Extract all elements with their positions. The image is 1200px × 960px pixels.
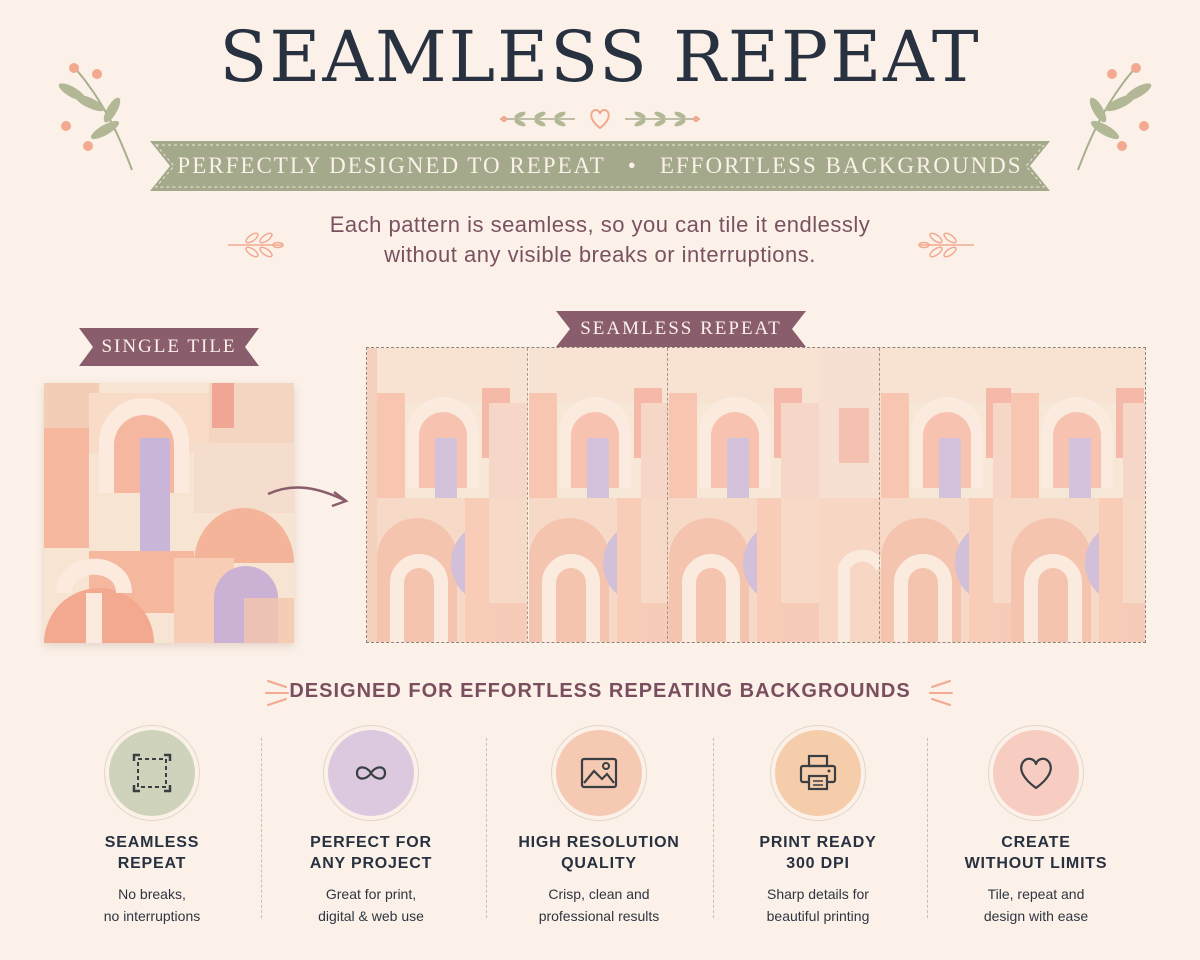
seamless-repeat-label: SEAMLESS REPEAT — [556, 309, 806, 349]
pattern-artwork — [44, 383, 294, 643]
heart-divider-icon — [500, 108, 700, 130]
dashed-square-icon — [132, 753, 172, 793]
feature-title-1: HIGH RESOLUTION — [518, 834, 680, 851]
leaf-ornament-left-icon — [228, 232, 284, 258]
single-tile-label: SINGLE TILE — [79, 326, 259, 368]
section-heading: DESIGNED FOR EFFORTLESS REPEATING BACKGR… — [289, 680, 911, 702]
feature-divider — [486, 738, 487, 918]
banner-bullet: • — [627, 153, 638, 178]
single-tile-label-text: SINGLE TILE — [101, 336, 237, 357]
feature-title-2: WITHOUT LIMITS — [964, 855, 1108, 872]
feature-title-2: QUALITY — [561, 855, 637, 872]
feature-desc-1: Sharp details for — [767, 886, 869, 902]
feature-high-resolution: HIGH RESOLUTION QUALITY Crisp, clean and… — [499, 730, 699, 927]
seamless-repeat-preview — [366, 347, 1146, 643]
feature-title-2: 300 DPI — [786, 855, 850, 872]
feature-title-2: ANY PROJECT — [309, 855, 433, 872]
feature-title-1: PERFECT FOR — [310, 834, 432, 851]
accent-lines-left-icon — [265, 680, 289, 706]
page-title: SEAMLESS REPEAT — [219, 16, 981, 98]
feature-icon-circle — [556, 730, 642, 816]
feature-icon-circle — [775, 730, 861, 816]
feature-icon-circle — [993, 730, 1079, 816]
feature-desc-1: No breaks, — [118, 886, 186, 902]
banner-left-text: PERFECTLY DESIGNED TO REPEAT — [177, 153, 606, 178]
subtitle-line-1: Each pattern is seamless, so you can til… — [329, 212, 871, 237]
feature-desc-2: digital & web use — [318, 908, 424, 924]
feature-create-without-limits: CREATE WITHOUT LIMITS Tile, repeat and d… — [936, 730, 1136, 927]
feature-icon-circle — [328, 730, 414, 816]
feature-desc-1: Tile, repeat and — [987, 886, 1085, 902]
tagline-banner: PERFECTLY DESIGNED TO REPEAT • EFFORTLES… — [150, 139, 1050, 193]
feature-desc-2: beautiful printing — [766, 908, 870, 924]
feature-desc-1: Great for print, — [325, 886, 417, 902]
arrow-right-icon — [267, 486, 349, 508]
feature-title-1: PRINT READY — [759, 834, 877, 851]
image-icon — [580, 757, 618, 789]
accent-lines-right-icon — [929, 680, 953, 706]
feature-seamless-repeat: SEAMLESS REPEAT No breaks, no interrupti… — [52, 730, 252, 927]
single-tile-pattern — [44, 383, 294, 643]
repeat-tile-1 — [367, 348, 529, 642]
feature-icon-circle — [109, 730, 195, 816]
feature-print-ready: PRINT READY 300 DPI Sharp details for be… — [718, 730, 918, 927]
leaf-sprig-left-icon — [58, 63, 133, 171]
feature-desc-2: professional results — [538, 908, 660, 924]
printer-icon — [799, 754, 837, 791]
subtitle: Each pattern is seamless, so you can til… — [250, 210, 950, 270]
feature-desc-2: no interruptions — [103, 908, 201, 924]
subtitle-line-2: without any visible breaks or interrupti… — [384, 242, 816, 267]
feature-any-project: PERFECT FOR ANY PROJECT Great for print,… — [271, 730, 471, 927]
leaf-ornament-right-icon — [918, 232, 974, 258]
feature-divider — [713, 738, 714, 918]
repeat-tile-3b — [819, 348, 881, 642]
feature-desc-1: Crisp, clean and — [548, 886, 650, 902]
feature-title-1: SEAMLESS — [104, 834, 200, 851]
banner-right-text: EFFORTLESS BACKGROUNDS — [659, 153, 1023, 178]
feature-title-1: CREATE — [1001, 834, 1071, 851]
feature-divider — [261, 738, 262, 918]
leaf-sprig-right-icon — [1077, 63, 1152, 171]
seamless-repeat-label-text: SEAMLESS REPEAT — [580, 318, 782, 339]
feature-desc-2: design with ease — [983, 908, 1089, 924]
infinity-icon — [355, 766, 387, 780]
feature-divider — [927, 738, 928, 918]
feature-title-2: REPEAT — [117, 855, 187, 872]
heart-icon — [1020, 757, 1052, 790]
